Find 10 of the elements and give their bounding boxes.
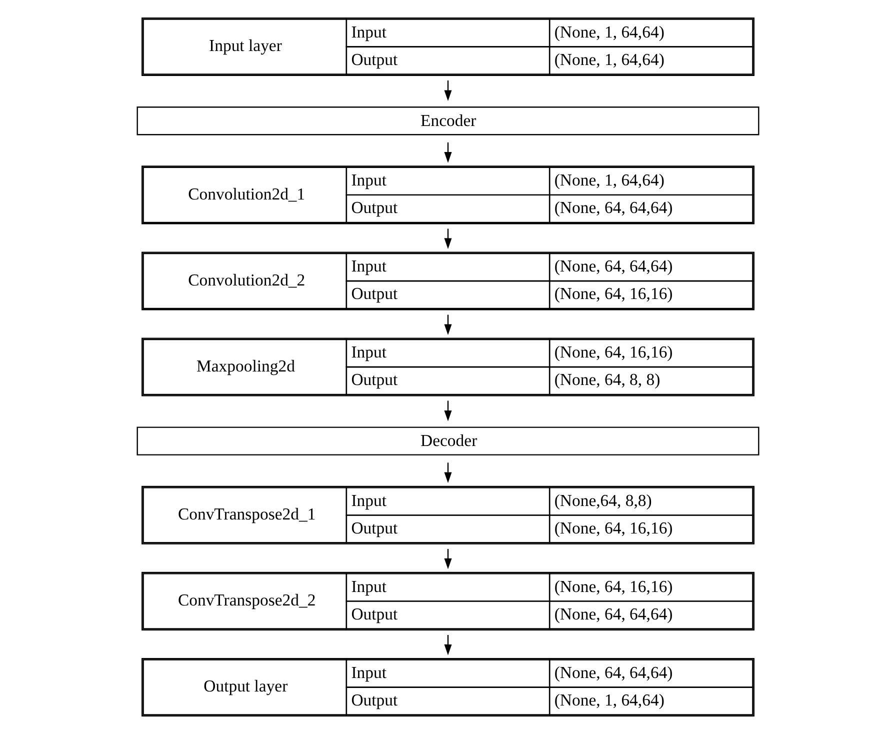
arrow (444, 80, 452, 102)
node-box: Decoder (136, 426, 760, 456)
arrow (444, 634, 452, 656)
node-box: Encoder (136, 106, 760, 136)
arrow (444, 400, 452, 422)
arrow (444, 548, 452, 570)
arrow (444, 228, 452, 249)
arrow (444, 142, 452, 163)
arrow (444, 314, 452, 335)
arrow (444, 462, 452, 484)
